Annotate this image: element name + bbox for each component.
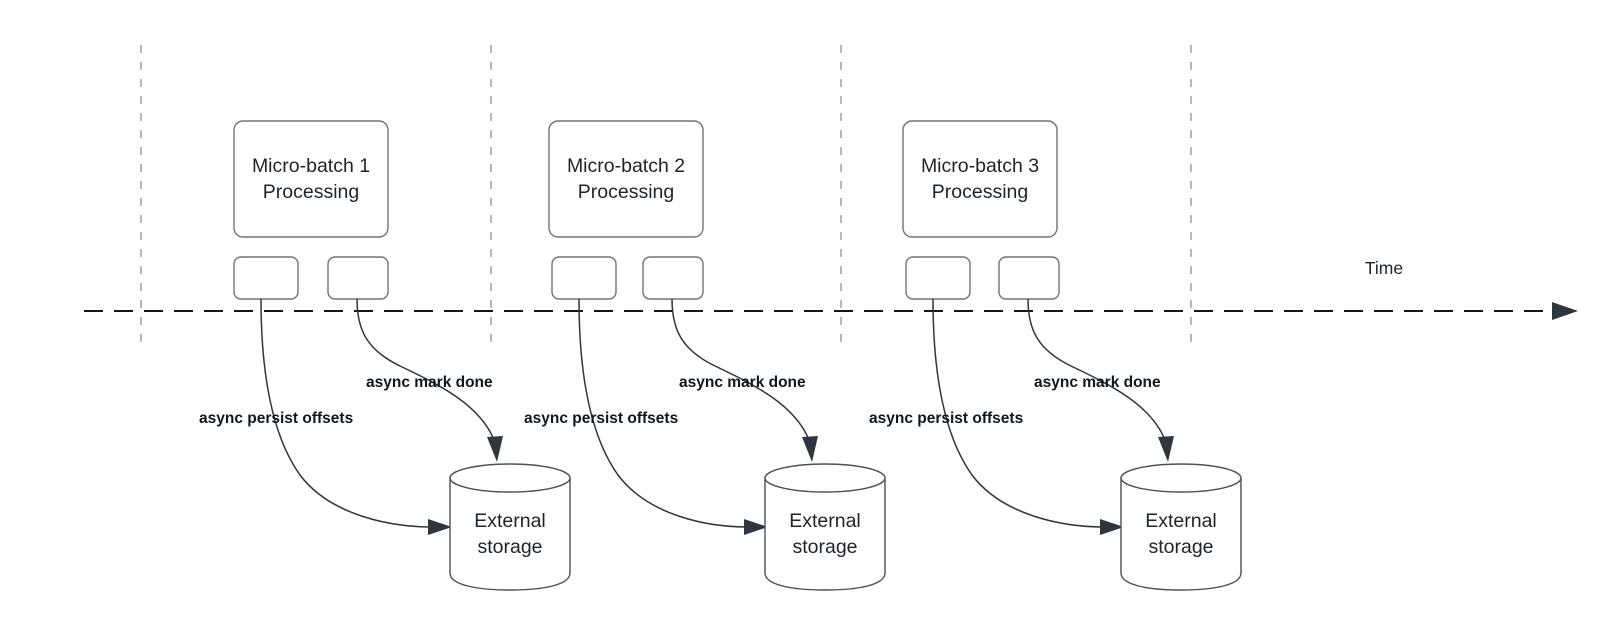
micro-batch-2-label-line1: Micro-batch 2	[567, 155, 685, 177]
micro-batch-2-persist-marker[interactable]	[551, 256, 617, 300]
timeline-arrowhead	[1552, 302, 1578, 320]
edge-mark-done-2-label: async mark done	[679, 374, 806, 391]
external-storage-2-label-line2: storage	[792, 536, 857, 558]
edge-persist-offsets-3-label: async persist offsets	[869, 410, 1023, 427]
edge-mark-done-3	[1027, 298, 1166, 441]
external-storage-2[interactable]: External storage	[764, 463, 886, 591]
edge-persist-offsets-2-label: async persist offsets	[524, 410, 678, 427]
micro-batch-2-label-line2: Processing	[578, 181, 674, 203]
edge-mark-done-3-arrowhead	[1158, 436, 1174, 462]
micro-batch-1-label-line1: Micro-batch 1	[252, 155, 370, 177]
batch-group-1: Micro-batch 1 Processing async persist o…	[199, 120, 571, 591]
micro-batch-3-persist-marker[interactable]	[905, 256, 971, 300]
micro-batch-3-label-line1: Micro-batch 3	[921, 155, 1039, 177]
edge-persist-offsets-2-arrowhead	[744, 519, 768, 535]
micro-batch-1-box[interactable]	[233, 120, 389, 238]
micro-batch-3-label-line2: Processing	[932, 181, 1028, 203]
external-storage-3-top	[1120, 463, 1242, 493]
micro-batch-3-markdone-marker[interactable]	[998, 256, 1060, 300]
edge-persist-offsets-2	[578, 298, 749, 528]
external-storage-1-label-line2: storage	[477, 536, 542, 558]
timeline-axis: Time	[84, 258, 1578, 320]
edge-mark-done-1	[356, 298, 495, 441]
edge-persist-offsets-1-arrowhead	[428, 519, 452, 535]
edge-persist-offsets-3-arrowhead	[1100, 519, 1124, 535]
external-storage-1-body	[449, 477, 571, 591]
micro-batch-1-markdone-marker[interactable]	[327, 256, 389, 300]
batch-group-2: Micro-batch 2 Processing async persist o…	[524, 120, 886, 591]
external-storage-3[interactable]: External storage	[1120, 463, 1242, 591]
micro-batch-2-markdone-marker[interactable]	[642, 256, 704, 300]
micro-batch-2-box[interactable]	[548, 120, 704, 238]
external-storage-2-label-line1: External	[789, 510, 861, 532]
micro-batch-1-persist-marker[interactable]	[233, 256, 299, 300]
edge-mark-done-2	[671, 298, 810, 441]
external-storage-1-label-line1: External	[474, 510, 546, 532]
edge-persist-offsets-1-label: async persist offsets	[199, 410, 353, 427]
external-storage-1[interactable]: External storage	[449, 463, 571, 591]
external-storage-3-body	[1120, 477, 1242, 591]
timeline-label: Time	[1365, 258, 1403, 278]
edge-mark-done-3-label: async mark done	[1034, 374, 1161, 391]
batch-group-3: Micro-batch 3 Processing async persist o…	[869, 120, 1242, 591]
external-storage-3-label-line1: External	[1145, 510, 1217, 532]
micro-batch-3-box[interactable]	[902, 120, 1058, 238]
edge-persist-offsets-1	[260, 298, 433, 528]
external-storage-2-top	[764, 463, 886, 493]
external-storage-2-body	[764, 477, 886, 591]
external-storage-3-label-line2: storage	[1148, 536, 1213, 558]
external-storage-1-top	[449, 463, 571, 493]
edge-mark-done-1-label: async mark done	[366, 374, 493, 391]
edge-mark-done-2-arrowhead	[802, 436, 818, 462]
micro-batch-1-label-line2: Processing	[263, 181, 359, 203]
edge-mark-done-1-arrowhead	[487, 436, 503, 462]
edge-persist-offsets-3	[932, 298, 1105, 528]
